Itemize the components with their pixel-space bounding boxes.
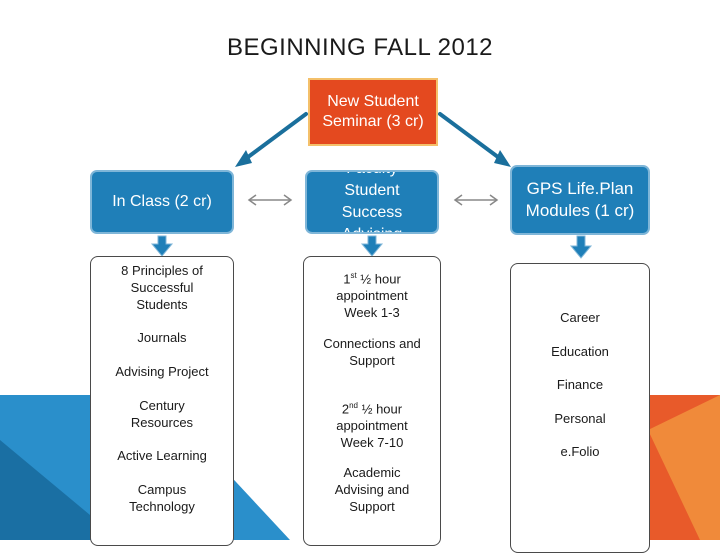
principles-line3: Students [136, 297, 188, 312]
in-class-box: In Class (2 cr) [90, 170, 234, 234]
down-arrow-right [569, 235, 593, 259]
second-line3: Week 7-10 [340, 435, 404, 451]
list-item-second-appointment: 2nd ½ hour appointment Week 7-10 [304, 397, 440, 451]
arrowhead-right [494, 150, 511, 167]
list-item-education: Education [551, 344, 609, 359]
faculty-line1: Faculty [346, 172, 398, 180]
list-item-first-appointment: 1st ½ hour appointment Week 1-3 [304, 267, 440, 321]
academic-line1: Academic [343, 465, 401, 480]
first-duration: ½ hour [356, 271, 401, 287]
down-arrow-mid [360, 235, 384, 257]
page-title: BEGINNING FALL 2012 [226, 34, 494, 61]
double-arrow-right [453, 194, 499, 206]
light-orange-corner-shape [648, 395, 720, 540]
list-item-principles: 8 Principles of Successful Students [91, 262, 233, 313]
advising-appointments-list: 1st ½ hour appointment Week 1-3 Connecti… [303, 256, 441, 546]
list-item-finance: Finance [556, 377, 604, 392]
first-line3: Week 1-3 [344, 305, 400, 321]
second-line2: appointment [336, 418, 408, 434]
list-item-academic-advising: Academic Advising and Support [304, 464, 440, 515]
lifeplan-modules-list: Career Education Finance Personal e.Foli… [510, 263, 650, 553]
connections-line2: Support [349, 353, 395, 368]
list-item-connections: Connections and Support [304, 335, 440, 369]
top-box-line1: New Student [327, 93, 419, 110]
gps-line2: Modules (1 cr) [525, 201, 635, 220]
century-line1: Century [139, 398, 185, 413]
arrow-top-to-left [242, 112, 308, 162]
list-item-personal: Personal [554, 411, 606, 426]
down-arrow-left [150, 235, 174, 257]
academic-line3: Support [349, 499, 395, 514]
first-suffix: st [350, 271, 357, 280]
second-number: 2 [341, 401, 350, 417]
list-item-journals: Journals [137, 330, 187, 345]
connections-line1: Connections and [323, 336, 421, 351]
faculty-line2: Student [344, 182, 400, 199]
first-line2: appointment [336, 288, 408, 304]
list-item-advising-project: Advising Project [115, 364, 209, 379]
second-suffix: nd [349, 401, 359, 410]
list-item-campus-technology: Campus Technology [91, 481, 233, 515]
in-class-topics-list: 8 Principles of Successful Students Jour… [90, 256, 234, 546]
gps-lifeplan-box: GPS Life.Plan Modules (1 cr) [510, 165, 650, 235]
double-arrow-left [247, 194, 293, 206]
in-class-label: In Class (2 cr) [112, 193, 212, 210]
century-line2: Resources [130, 415, 194, 430]
gps-line1: GPS Life.Plan [526, 179, 634, 198]
academic-line2: Advising and [334, 482, 410, 497]
faculty-line4: Advising [342, 224, 402, 232]
campus-line1: Campus [137, 482, 187, 497]
new-student-seminar-box: New Student Seminar (3 cr) [308, 78, 438, 146]
list-item-active-learning: Active Learning [117, 448, 207, 463]
second-duration: ½ hour [358, 401, 403, 417]
list-item-career: Career [560, 310, 600, 325]
arrowhead-left [235, 150, 252, 167]
faculty-line3: Success [341, 204, 403, 221]
principles-line2: Successful [130, 280, 194, 295]
campus-line2: Technology [129, 499, 195, 514]
arrow-top-to-right [438, 112, 504, 162]
top-box-line2: Seminar (3 cr) [322, 113, 424, 130]
faculty-advising-box: Faculty Student Success Advising [305, 170, 439, 234]
first-number: 1 [343, 271, 351, 287]
list-item-century-resources: Century Resources [91, 397, 233, 431]
list-item-efolio: e.Folio [560, 444, 600, 459]
principles-line1: 8 Principles of [121, 263, 203, 278]
